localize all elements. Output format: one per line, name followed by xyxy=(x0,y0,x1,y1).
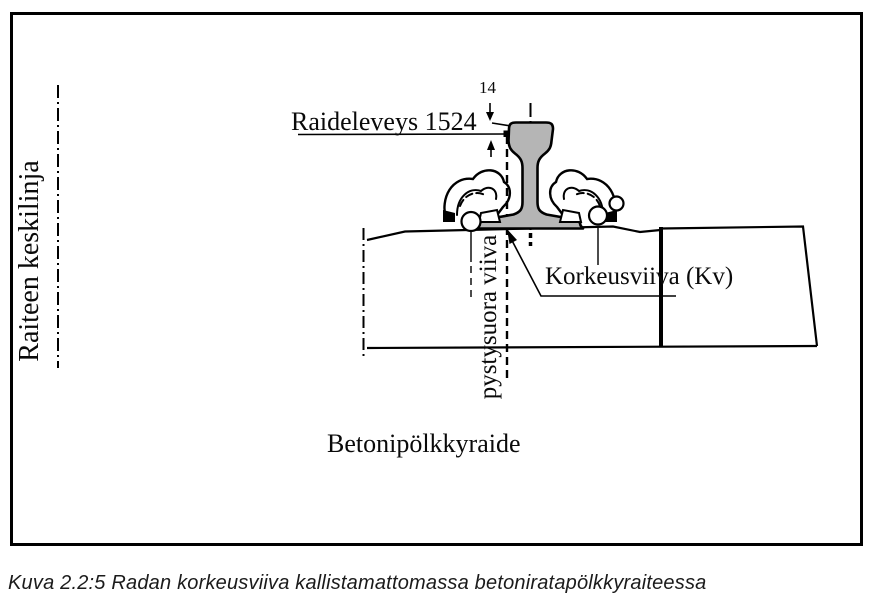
gauge-label: Raideleveys 1524 xyxy=(291,107,477,136)
figure-caption: Kuva 2.2:5 Radan korkeusviiva kallistama… xyxy=(8,572,707,594)
sleeper-end-block xyxy=(660,225,819,347)
clip-bolt-left xyxy=(460,210,482,233)
gauge-dimension xyxy=(297,103,512,157)
figure-frame xyxy=(10,12,863,546)
gauge-offset-label: 14 xyxy=(479,78,496,97)
height-line-leader xyxy=(506,229,676,297)
rail-clip-left xyxy=(443,169,512,233)
leader-arrowhead xyxy=(507,229,517,244)
vertical-line-label: pystysuora viiva xyxy=(475,234,502,400)
insulator-left xyxy=(477,208,502,223)
track-centerline-label: Raiteen keskilinja xyxy=(14,160,45,362)
gauge-point-marker xyxy=(503,130,510,137)
insulator-right xyxy=(558,208,583,223)
sleeper-outline xyxy=(362,225,819,358)
clip-bolt-right xyxy=(587,205,609,226)
height-line-label: Korkeusviiva (Kv) xyxy=(545,263,734,290)
rail-clip-right xyxy=(548,169,625,226)
rail-shoulder-left xyxy=(443,210,455,222)
rail-shoulder-right xyxy=(605,210,617,222)
dowel-lines xyxy=(470,228,599,299)
sleeper-track-label: Betonipölkkyraide xyxy=(327,429,521,458)
